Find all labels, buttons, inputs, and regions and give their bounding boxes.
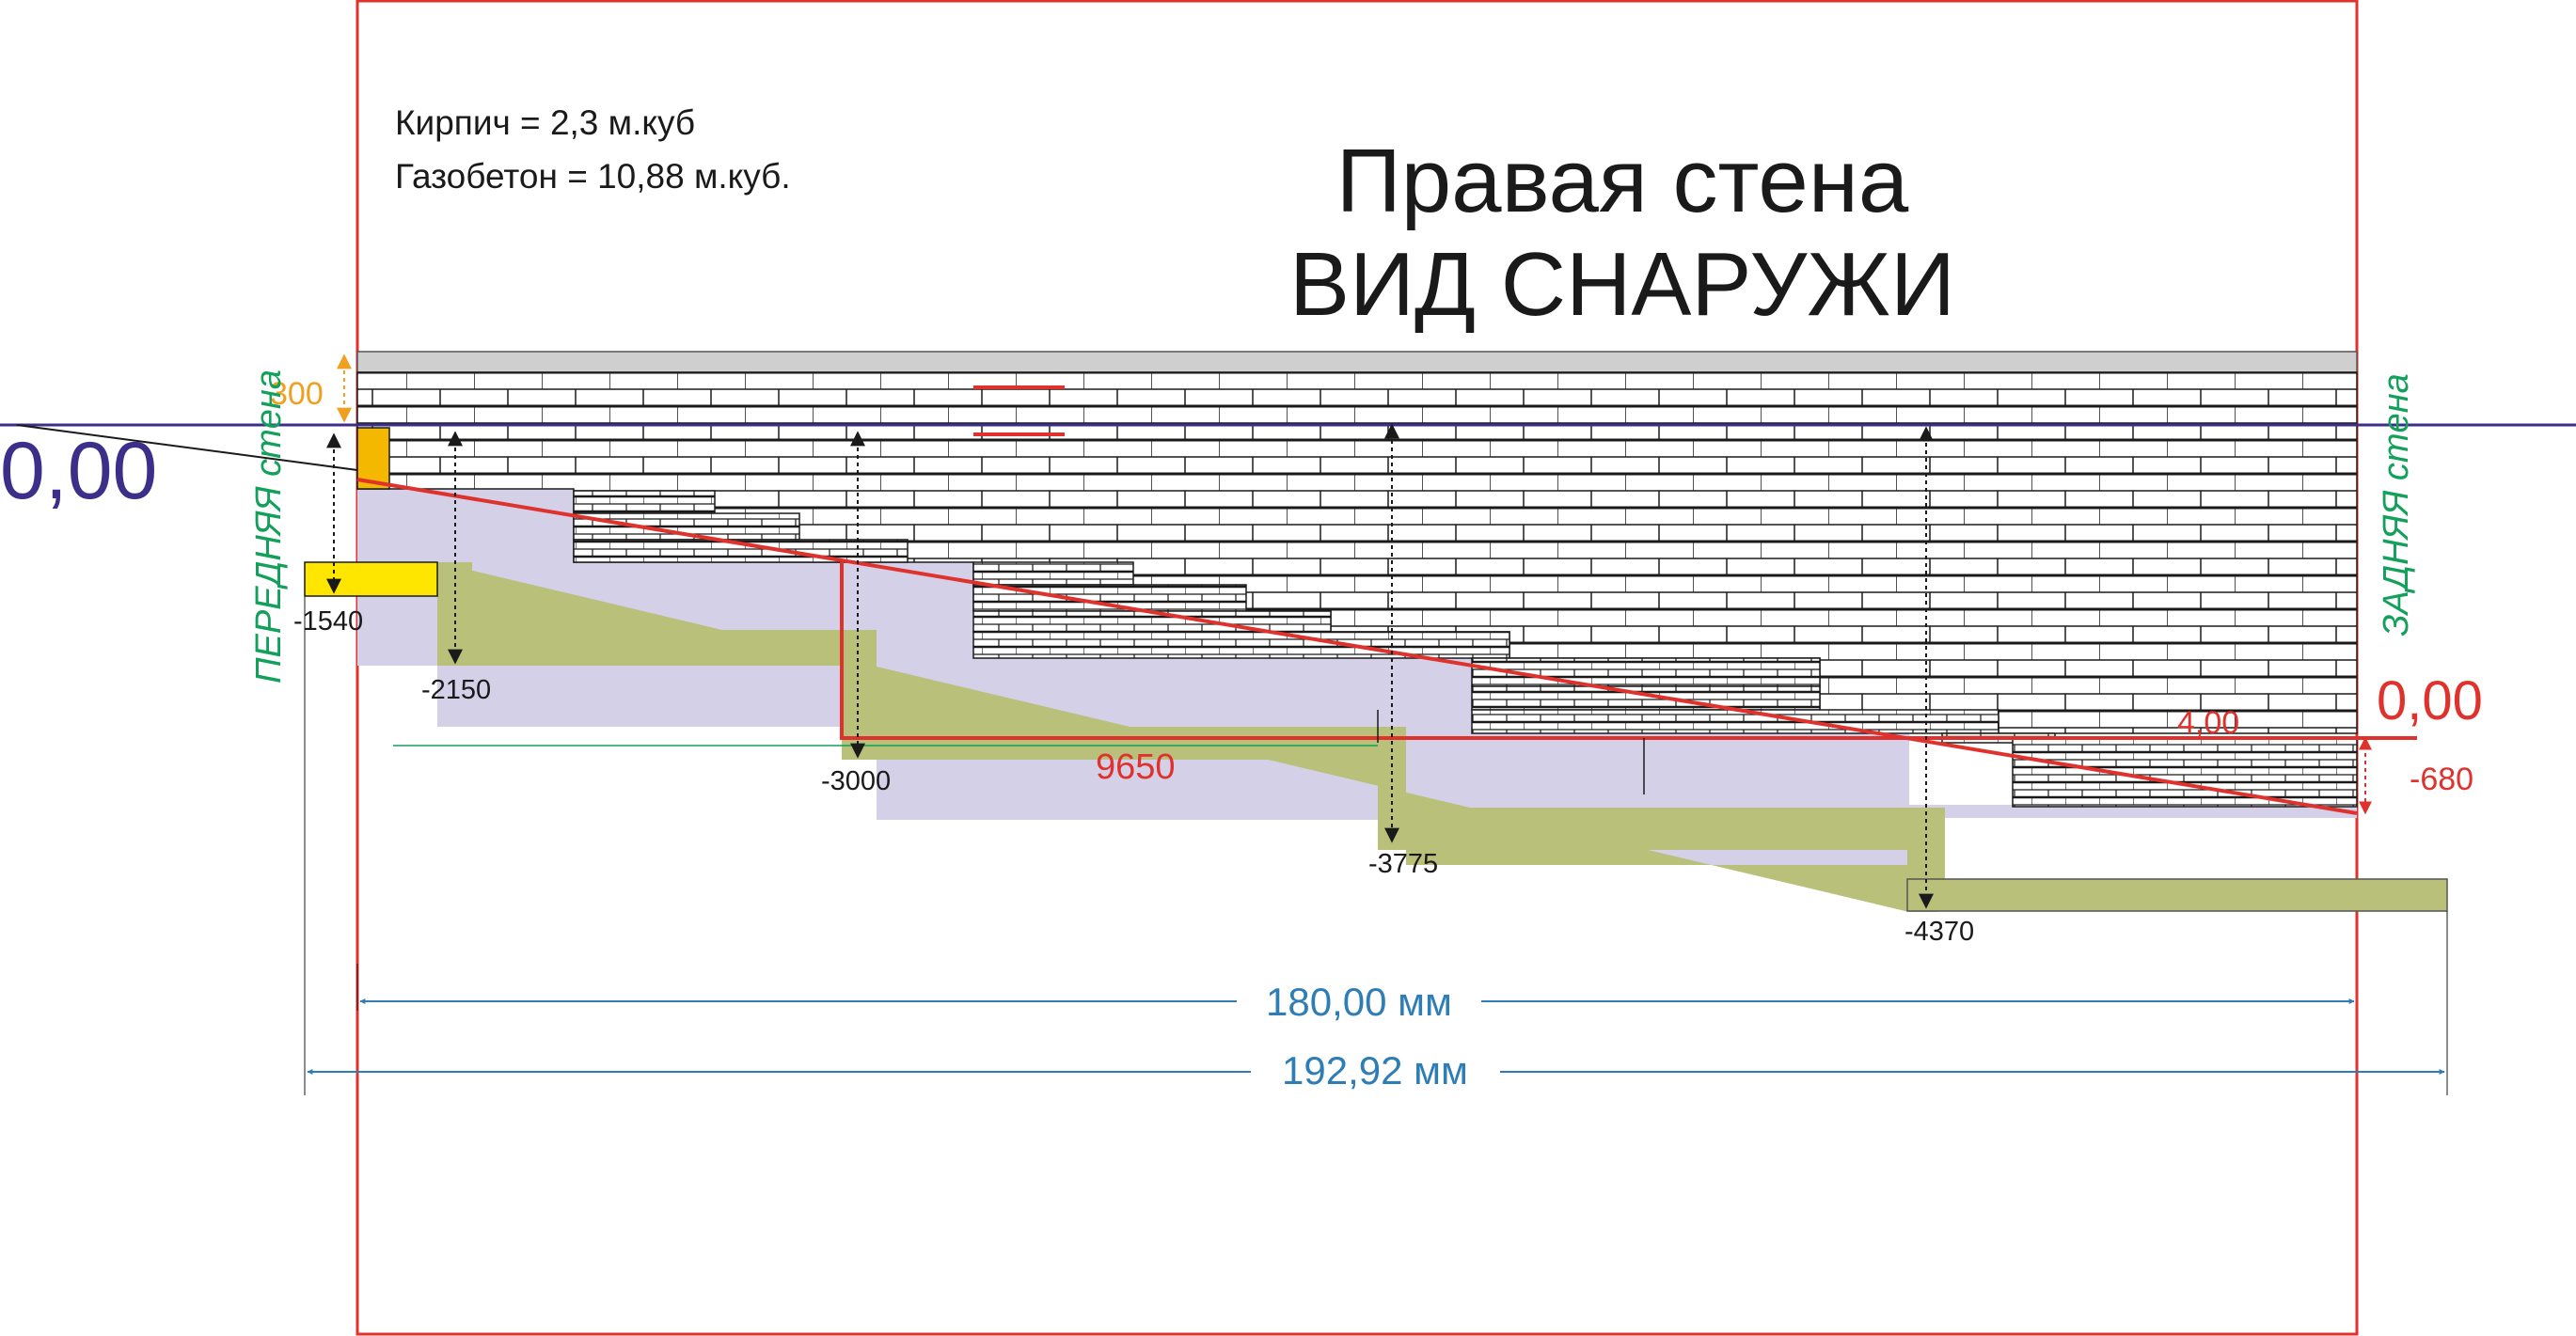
red-slope-line xyxy=(356,478,2358,815)
span-label: 9650 xyxy=(1096,747,1176,787)
front-wall-label: ПЕРЕДНЯЯ стена xyxy=(249,369,289,684)
depth-label-4370: -4370 xyxy=(1904,917,1974,947)
drop-label: -680 xyxy=(2410,762,2473,797)
dim-outer-label: 192,92 мм xyxy=(1282,1048,1468,1092)
top-label: 300 xyxy=(270,376,324,412)
yellow-block xyxy=(304,561,438,597)
wall-cap xyxy=(356,351,2358,373)
depth-label-3000: -3000 xyxy=(821,766,891,796)
gasblock-4 xyxy=(972,561,1134,586)
depth-label-2150: -2150 xyxy=(421,675,491,705)
left-zero-label: 0,00 xyxy=(0,426,157,516)
dim-outer-bg xyxy=(1251,1048,1500,1095)
slope-label: 4,00 xyxy=(2177,705,2239,741)
gasblock-10 xyxy=(1471,709,1999,734)
gasblock-8 xyxy=(1471,657,1821,687)
right-zero-label: 0,00 xyxy=(2377,670,2483,731)
gasblock-6 xyxy=(972,610,1332,633)
page-title-line1: Правая стена xyxy=(1336,131,1909,231)
note-gasconcrete: Газобетон = 10,88 м.куб. xyxy=(395,157,791,196)
dim-inner-label: 180,00 мм xyxy=(1266,980,1452,1024)
red-step-line xyxy=(840,562,2417,740)
depth-label-1540: -1540 xyxy=(293,606,363,637)
gasblock-1 xyxy=(573,490,716,514)
page-title-line2: ВИД СНАРУЖИ xyxy=(1289,234,1955,335)
depth-label-3775: -3775 xyxy=(1368,849,1438,879)
dim-inner-bg xyxy=(1237,978,1481,1025)
gasblock-7 xyxy=(972,631,1510,659)
note-brick: Кирпич = 2,3 м.куб xyxy=(395,103,695,142)
footing-end xyxy=(1906,878,2448,912)
sloped-grade-line xyxy=(16,424,358,471)
gasblock-13 xyxy=(2012,738,2358,808)
back-wall-label: ЗАДНЯЯ стена xyxy=(2377,373,2416,637)
gasblock-9 xyxy=(1471,685,1821,711)
